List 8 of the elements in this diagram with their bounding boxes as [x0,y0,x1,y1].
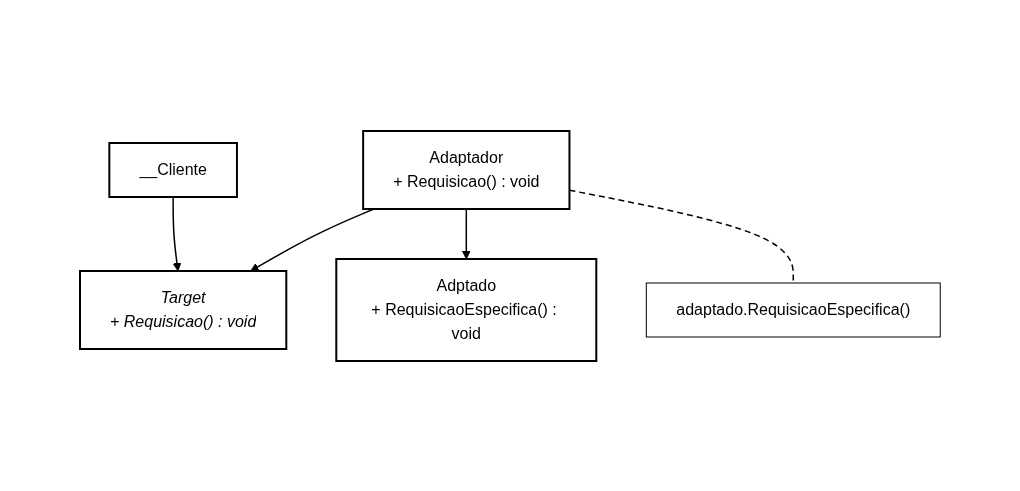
arrow [172,195,182,271]
arrow [250,207,375,271]
node-box: adaptado.RequisicaoEspecifica() [645,282,941,337]
node-box: Adptado + RequisicaoEspecifica() : void [335,257,598,362]
node-box: Target + Requisicao() : void [78,269,288,350]
node-box: __Cliente [108,141,238,198]
arrow [461,207,471,259]
node-box: Adaptador + Requisicao() : void [362,129,571,210]
